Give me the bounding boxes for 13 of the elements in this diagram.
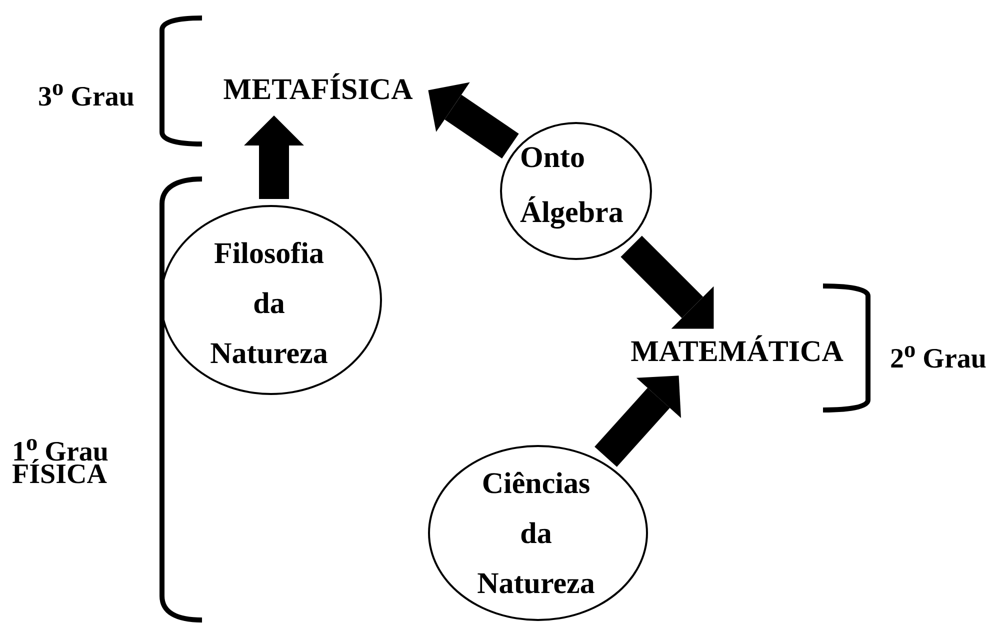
node-text: Ciências da Natureza [476, 466, 596, 602]
concept-label: MATEMÁTICA [614, 334, 860, 370]
concept-ellipse [500, 122, 652, 260]
grade-label: 3$^{o}$ Grau [38, 74, 134, 114]
concept-label: METAFÍSICA [214, 72, 422, 108]
block-arrow [620, 236, 714, 329]
grade-label: 2$^{o}$ Grau [890, 336, 986, 376]
node-text: Onto Álgebra [520, 140, 624, 231]
block-arrow [428, 82, 519, 158]
block-arrow [244, 116, 304, 199]
concept-ellipse [428, 445, 648, 621]
block-arrow [594, 376, 681, 467]
node-text: Filosofia da Natureza [209, 236, 329, 372]
